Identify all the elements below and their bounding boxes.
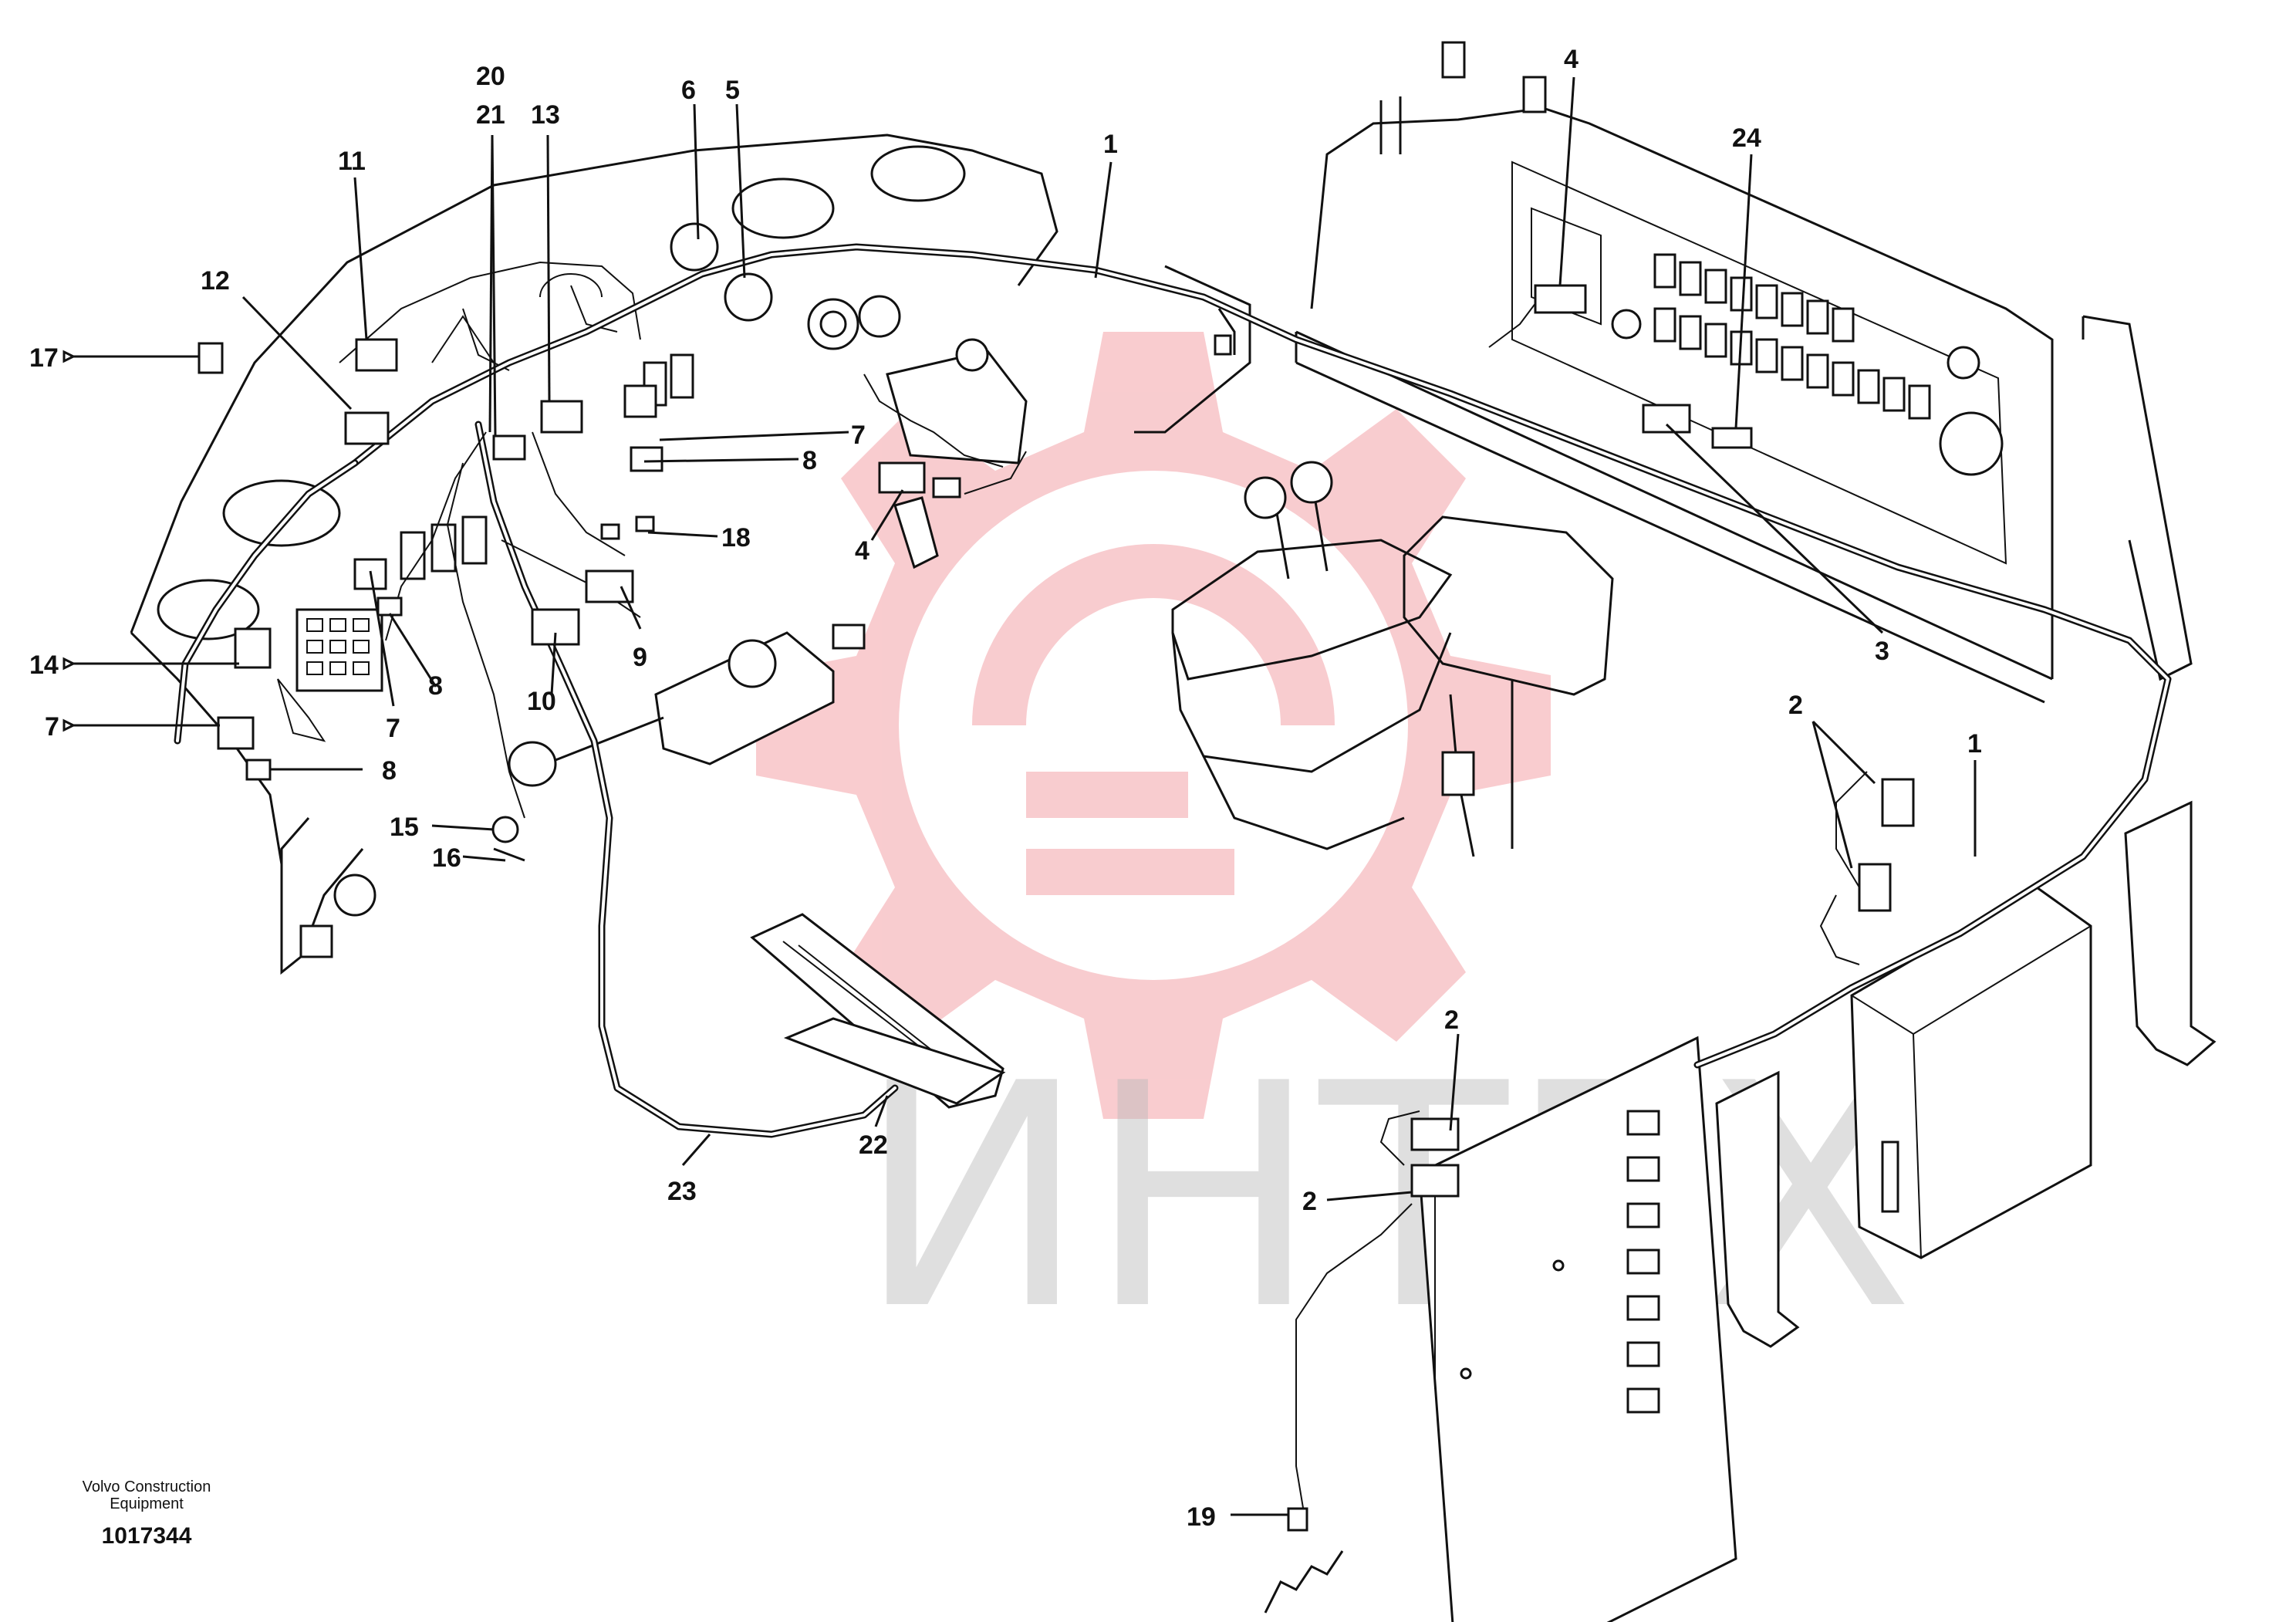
instrument-dashboard	[130, 133, 1059, 975]
callout-7-upper: 7	[851, 421, 866, 450]
callout-16: 16	[432, 843, 461, 873]
callout-2-board-left: 2	[1302, 1187, 1317, 1216]
harness-tray	[1134, 265, 1251, 434]
harness-cables	[174, 243, 2172, 1513]
callout-24: 24	[1732, 123, 1761, 153]
swirl-icon	[1026, 849, 1234, 895]
callout-2-board-top: 2	[1444, 1005, 1459, 1035]
callout-23: 23	[667, 1177, 697, 1206]
maker-line-1: Volvo Construction	[83, 1478, 211, 1495]
callout-12: 12	[201, 266, 230, 296]
callout-8-left: 8	[382, 756, 397, 786]
callout-7-left: 7	[45, 712, 59, 742]
connectors	[198, 222, 1915, 1614]
callout-2-right: 2	[1788, 691, 1803, 720]
maker-line-2: Equipment	[110, 1495, 184, 1512]
callout-5: 5	[725, 76, 740, 105]
callout-1-top: 1	[1103, 130, 1118, 159]
callout-13: 13	[531, 100, 560, 130]
callout-9: 9	[633, 643, 647, 672]
rocker-switches	[400, 353, 694, 580]
control-armrest	[1171, 461, 1614, 857]
callout-22: 22	[859, 1130, 888, 1160]
callout-6: 6	[681, 76, 696, 105]
callout-10: 10	[527, 687, 556, 716]
callout-14: 14	[29, 650, 59, 680]
callout-4-mid: 4	[855, 536, 869, 566]
callout-8-upper: 8	[802, 446, 817, 475]
callout-1-right: 1	[1967, 729, 1982, 759]
callout-17: 17	[29, 343, 59, 373]
callout-3: 3	[1875, 637, 1889, 666]
throttle-pedal	[750, 913, 1006, 1109]
mounting-brackets	[1715, 800, 2217, 1348]
callout-8-mid: 8	[428, 671, 443, 701]
panel-switch-grid	[1653, 253, 1931, 420]
callout-19: 19	[1187, 1502, 1216, 1532]
drawing-number: 1017344	[102, 1523, 192, 1549]
watermark-logo	[756, 332, 1551, 1119]
switch-panel	[1295, 41, 2193, 704]
circuit-board	[1418, 1036, 1737, 1622]
callout-18: 18	[721, 523, 751, 552]
swirl-icon	[1026, 772, 1188, 818]
callout-4-top: 4	[1564, 45, 1578, 74]
leader-lines	[62, 76, 1977, 1516]
keypad	[295, 608, 383, 692]
callout-20: 20	[476, 62, 505, 91]
callout-15: 15	[390, 813, 419, 842]
steering-stalk	[508, 295, 1028, 787]
callouts: 20 21 13 6 5 11 12 17 1 4 24 7 8 4 18 14…	[29, 45, 1982, 1532]
callout-11: 11	[338, 147, 366, 176]
panel-knobs	[1379, 41, 1547, 154]
ecu-box	[1850, 886, 2092, 1259]
swirl-icon	[972, 544, 1335, 725]
callout-21: 21	[476, 100, 505, 130]
callout-7-mid: 7	[386, 714, 400, 743]
footer: Volvo Construction Equipment 1017344	[83, 1478, 211, 1549]
